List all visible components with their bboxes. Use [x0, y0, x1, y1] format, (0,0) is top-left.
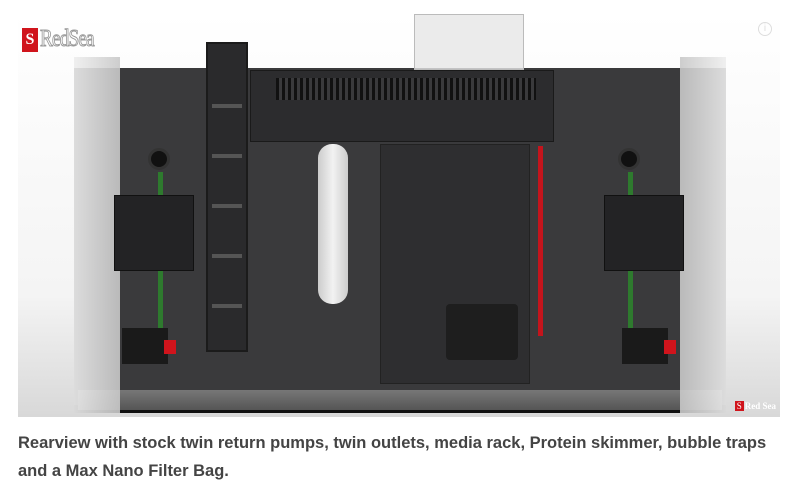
skimmer-pump — [446, 304, 518, 360]
glass-panel-left — [74, 57, 120, 413]
filter-grill — [276, 78, 536, 100]
watermark-text: Red Sea — [744, 401, 776, 411]
watermark-mark: S — [734, 401, 744, 411]
seahorse-icon: S — [22, 27, 38, 52]
return-outlet-left — [148, 148, 170, 170]
bubble-trap-right — [604, 195, 684, 271]
filter-bag — [318, 144, 348, 304]
image-caption: Rearview with stock twin return pumps, t… — [18, 434, 767, 480]
return-pump-right — [622, 328, 676, 364]
return-pump-left — [122, 328, 176, 364]
skimmer-red-tube — [538, 146, 543, 336]
return-outlet-right — [618, 148, 640, 170]
logo-text: RedSea — [40, 26, 95, 53]
skimmer-collection-cup — [414, 14, 524, 70]
info-icon[interactable]: i — [758, 22, 772, 36]
media-rack — [206, 42, 248, 352]
bubble-trap-left — [114, 195, 194, 271]
glass-panel-right — [680, 57, 726, 413]
redsea-logo: S RedSea — [22, 26, 107, 53]
tank-floor — [78, 390, 722, 410]
